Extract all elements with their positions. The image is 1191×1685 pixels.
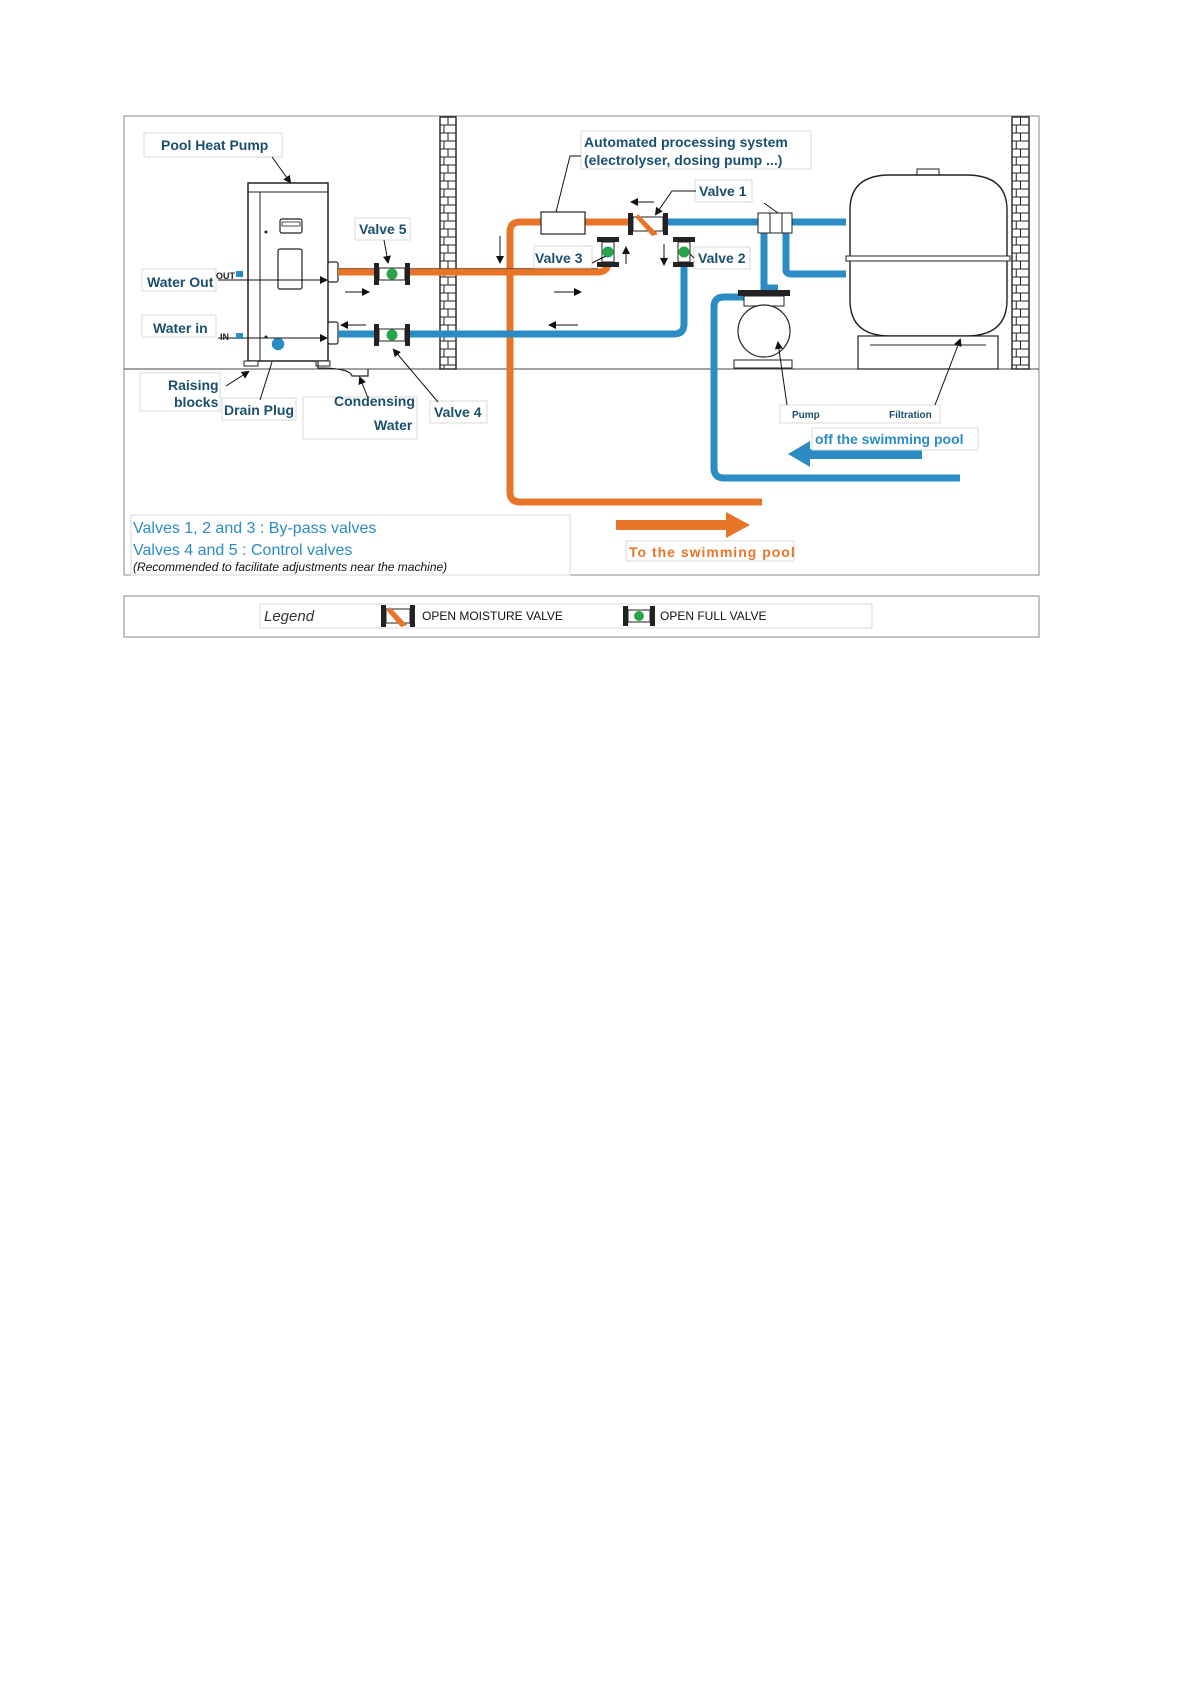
note-control-valves: Valves 4 and 5 : Control valves (133, 542, 352, 559)
label-valve-3: Valve 3 (535, 250, 583, 266)
valve-1 (628, 213, 668, 236)
valve-4 (374, 324, 410, 346)
valve-2 (673, 237, 695, 267)
label-in-tag: IN (220, 332, 229, 342)
label-water-in: Water in (153, 320, 208, 336)
label-drain-plug: Drain Plug (224, 402, 294, 418)
legend-full-valve-icon (623, 606, 655, 626)
brick-wall-right (1011, 116, 1030, 370)
condensing-water-tube (317, 361, 369, 377)
legend-item-full: OPEN FULL VALVE (660, 609, 766, 623)
label-valve-4: Valve 4 (434, 404, 482, 420)
label-water-out: Water Out (147, 274, 214, 290)
cold-water-pipe (338, 218, 960, 482)
arrow-from-pool (788, 441, 922, 467)
valve-5 (374, 263, 410, 285)
heat-pump-outlet-connector (327, 261, 339, 283)
arrow-to-pool (616, 512, 750, 538)
brick-wall-left (439, 116, 457, 370)
label-raising-blocks-1: Raising (168, 377, 219, 393)
label-automated-2: (electrolyser, dosing pump ...) (584, 152, 782, 168)
label-automated-1: Automated processing system (584, 134, 788, 150)
automated-processing-box (540, 211, 586, 235)
legend-item-moisture: OPEN MOISTURE VALVE (422, 609, 563, 623)
legend-title: Legend (264, 608, 315, 625)
label-valve-2: Valve 2 (698, 250, 746, 266)
label-out-tag: OUT (216, 271, 236, 281)
heat-pump-unit (243, 182, 331, 367)
heat-pump-inlet-connector (327, 321, 339, 345)
flow-arrows (340, 198, 668, 329)
note-bypass-valves: Valves 1, 2 and 3 : By-pass valves (133, 520, 376, 537)
label-condensing: Condensing (334, 393, 415, 409)
label-pump: Pump (792, 410, 820, 421)
note-recommendation: (Recommended to facilitate adjustments n… (133, 560, 447, 574)
filtration-tank (845, 168, 1011, 370)
label-off-pool: off the swimming pool (815, 431, 964, 447)
label-condensing-water: Water (374, 417, 413, 433)
label-pool-heat-pump: Pool Heat Pump (161, 137, 268, 153)
in-droplet-icon (236, 333, 243, 339)
filter-multiport-valve (757, 212, 793, 234)
label-valve-1: Valve 1 (699, 183, 747, 199)
label-to-pool: To the swimming pool (629, 544, 796, 560)
label-raising-blocks-2: blocks (174, 394, 219, 410)
leader-lines (218, 155, 962, 406)
label-filtration: Filtration (889, 410, 932, 421)
legend-moisture-valve-icon (381, 605, 415, 627)
label-valve-5: Valve 5 (359, 221, 407, 237)
out-droplet-icon (236, 271, 243, 277)
